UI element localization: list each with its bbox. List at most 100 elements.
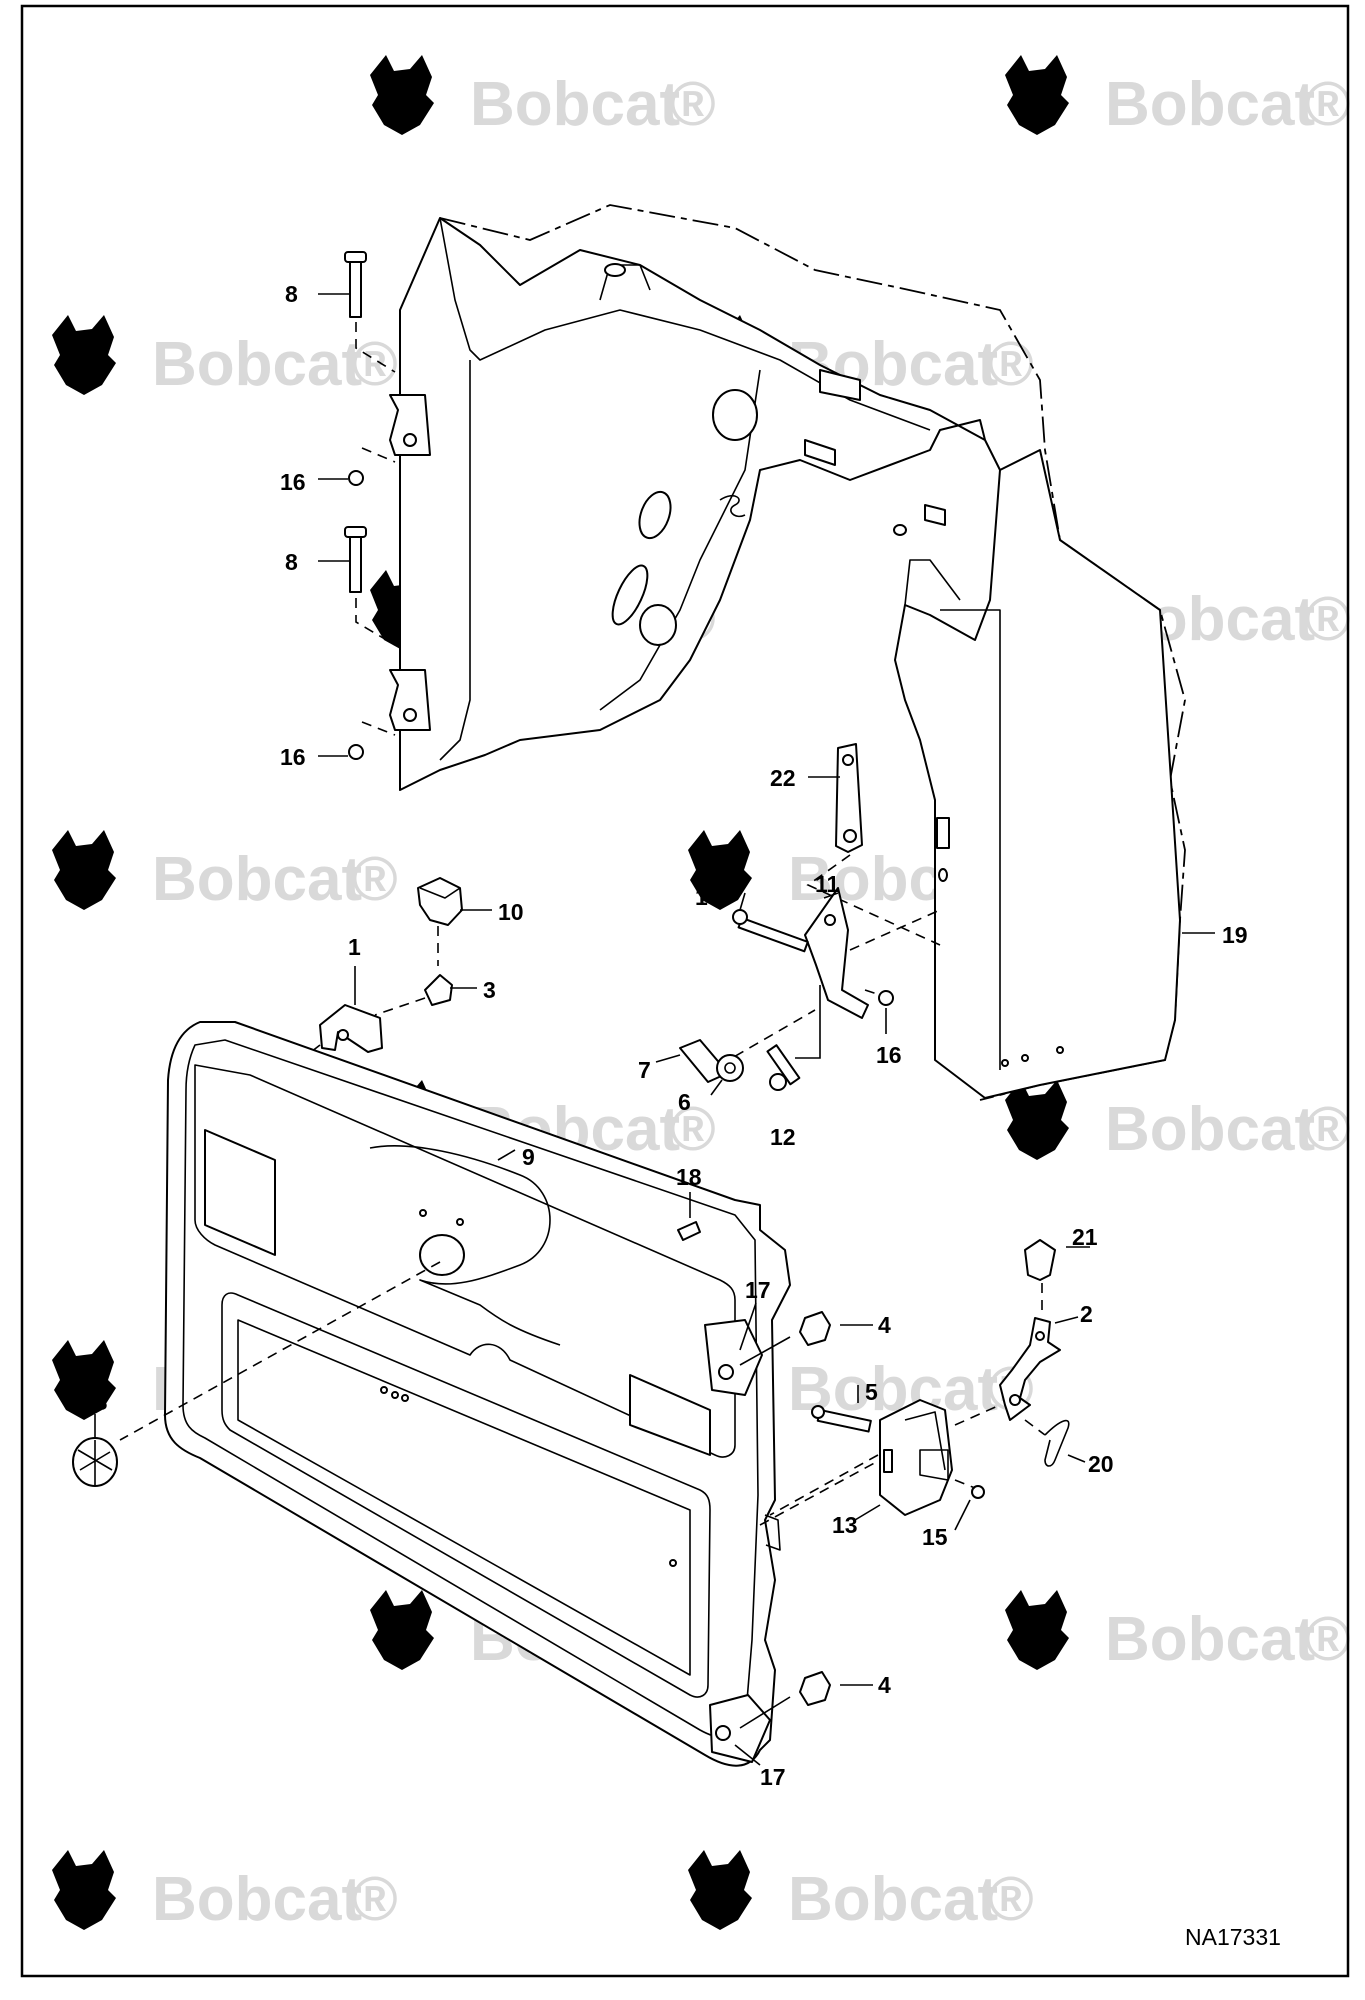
hinge-bolt-head <box>344 251 367 263</box>
callout-4-upper: 4 <box>878 1312 891 1338</box>
hinge-hole <box>403 708 417 722</box>
latch-slot <box>883 1449 893 1473</box>
callout-4-lower: 4 <box>878 1672 891 1698</box>
frame-hole <box>1021 1054 1029 1062</box>
door-hole <box>401 1394 409 1402</box>
lever-hole <box>1035 1331 1045 1341</box>
frame-edge-line <box>599 264 651 301</box>
frame-hole <box>938 868 948 882</box>
callout-5: 5 <box>865 1379 878 1405</box>
svg-text:®: ® <box>1305 1605 1351 1674</box>
leader-line <box>854 1504 881 1521</box>
watermark: Bobcat® <box>1005 1590 1351 1674</box>
callout-17-upper: 17 <box>745 1277 771 1303</box>
frame-hinge-bracket <box>389 394 431 456</box>
frame-edge-line <box>599 369 761 711</box>
cab-frame-body <box>399 217 1181 1099</box>
frame-slot <box>936 817 950 849</box>
bracket-hole <box>337 1029 349 1041</box>
frame-hole <box>604 263 626 277</box>
svg-text:®: ® <box>1305 585 1351 654</box>
latch-lever-assembly <box>999 1239 1070 1467</box>
svg-text:®: ® <box>352 1865 398 1934</box>
callout-20: 20 <box>1088 1451 1114 1477</box>
knob-clip <box>424 974 453 1006</box>
striker-bolt-head <box>732 909 748 925</box>
door-hole <box>380 1386 388 1394</box>
frame-edge-line <box>439 360 471 761</box>
callout-1: 1 <box>348 934 361 960</box>
svg-text:®: ® <box>352 330 398 399</box>
svg-text:®: ® <box>670 1095 716 1164</box>
frame-round-boss <box>712 389 758 441</box>
watermark: Bobcat® <box>688 1850 1034 1934</box>
frame-slot <box>611 564 649 626</box>
assembly-path <box>355 322 396 373</box>
knob-bracket <box>319 1004 383 1053</box>
bumper-mount-nut <box>715 1725 731 1741</box>
leader-line <box>739 1336 791 1366</box>
svg-text:Bobcat: Bobcat <box>1105 70 1315 139</box>
callout-11: 11 <box>815 871 840 897</box>
figure-id: NA17331 <box>1185 1924 1281 1950</box>
striker-nut <box>878 990 894 1006</box>
callout-15: 15 <box>922 1524 948 1550</box>
hinge-bolt <box>349 254 362 318</box>
cap-screw <box>766 1044 801 1086</box>
door-upper-recess <box>194 1064 736 1458</box>
callout-22: 22 <box>770 765 796 791</box>
callout-6: 6 <box>678 1089 691 1115</box>
frame-hole <box>1056 1046 1064 1054</box>
door-outer-shell <box>164 1021 791 1767</box>
assembly-path <box>759 1459 881 1526</box>
assembly-path <box>355 598 396 646</box>
door-hole <box>419 1209 427 1217</box>
callout-7: 7 <box>638 1057 651 1083</box>
leader-line <box>954 1499 971 1531</box>
svg-text:Bobcat: Bobcat <box>1105 1095 1315 1164</box>
door-hole <box>669 1559 677 1567</box>
hinge-nut <box>348 470 364 486</box>
bumper-mount-nut <box>718 1364 734 1380</box>
callout-8-lower: 8 <box>285 549 298 575</box>
frame-slot <box>819 369 861 401</box>
assembly-path <box>849 909 941 951</box>
leader-line <box>795 985 821 1059</box>
striker-hole <box>824 914 836 926</box>
leader-line <box>739 1302 757 1351</box>
bumpers <box>739 1311 831 1729</box>
watermark: Bobcat® <box>1005 55 1351 139</box>
svg-text:®: ® <box>352 845 398 914</box>
callout-12: 12 <box>770 1124 796 1150</box>
bobcat-logo-icon <box>1005 1590 1069 1670</box>
latch-housing-slot <box>919 1449 949 1481</box>
frame-edge-line <box>940 609 1001 1070</box>
striker-bracket <box>804 887 869 1019</box>
latch-plate-body <box>835 743 863 853</box>
bobcat-logo-icon <box>52 315 116 395</box>
door-hole <box>391 1391 399 1399</box>
frame-edge-line <box>439 217 931 431</box>
frame-hole <box>893 524 907 536</box>
callout-10: 10 <box>498 899 524 925</box>
assembly-path <box>954 1404 1001 1426</box>
latch-knob <box>417 877 463 926</box>
callout-19: 19 <box>1222 922 1248 948</box>
svg-text:Bobcat: Bobcat <box>152 845 362 914</box>
latch-nut <box>971 1485 985 1499</box>
svg-text:Bobcat: Bobcat <box>152 330 362 399</box>
assembly-path <box>1024 1419 1046 1436</box>
assembly-path <box>769 1454 879 1516</box>
assembly-path <box>864 989 881 996</box>
bobcat-logo-icon <box>688 1850 752 1930</box>
frame-hole <box>1001 1059 1009 1067</box>
hinge-bolt-head <box>344 526 367 538</box>
hinge-bolt <box>349 529 362 593</box>
leader-line <box>1067 1454 1086 1463</box>
hinge-nut <box>348 744 364 760</box>
cab-frame <box>389 204 1186 1101</box>
roll-pin <box>677 1221 701 1241</box>
callout-17-lower: 17 <box>760 1764 786 1790</box>
latch-housing <box>879 1399 953 1516</box>
svg-text:®: ® <box>1305 1095 1351 1164</box>
